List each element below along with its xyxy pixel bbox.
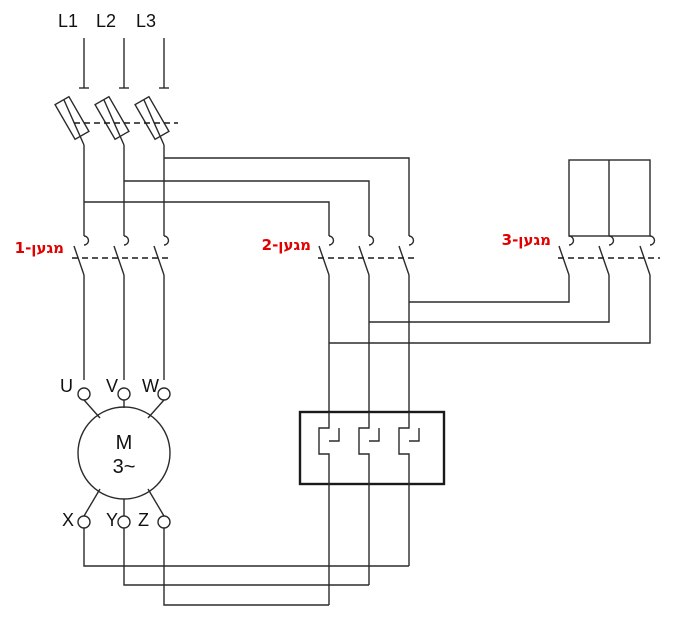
- motor-type: 3~: [113, 456, 136, 478]
- contactor-3: [329, 159, 660, 344]
- label-z: Z: [138, 510, 149, 530]
- terminal-v: [117, 387, 131, 401]
- fuses: [54, 95, 178, 236]
- contactor-2: [318, 235, 418, 412]
- supply-lines: [79, 38, 169, 89]
- bus-to-contactor-2: [84, 157, 410, 236]
- label-y: Y: [106, 510, 118, 530]
- terminal-y: [117, 515, 131, 529]
- terminal-x: [77, 515, 91, 529]
- motor-symbol: M: [116, 432, 133, 454]
- label-w: W: [142, 376, 159, 396]
- motor: [77, 387, 409, 606]
- terminal-z: [157, 515, 171, 529]
- terminal-w: [157, 387, 171, 401]
- contactor-1-label: מגען-1: [15, 239, 64, 257]
- overload-relay: [298, 410, 446, 605]
- label-u: U: [60, 376, 73, 396]
- label-l2: L2: [96, 11, 116, 31]
- label-l1: L1: [58, 11, 78, 31]
- contactor-1: [72, 235, 172, 380]
- label-v: V: [106, 376, 118, 396]
- contactor-2-label: מגען-2: [262, 236, 311, 254]
- label-x: X: [62, 510, 74, 530]
- label-l3: L3: [136, 11, 156, 31]
- contactor-3-label: מגען-3: [502, 231, 551, 249]
- terminal-u: [77, 387, 91, 401]
